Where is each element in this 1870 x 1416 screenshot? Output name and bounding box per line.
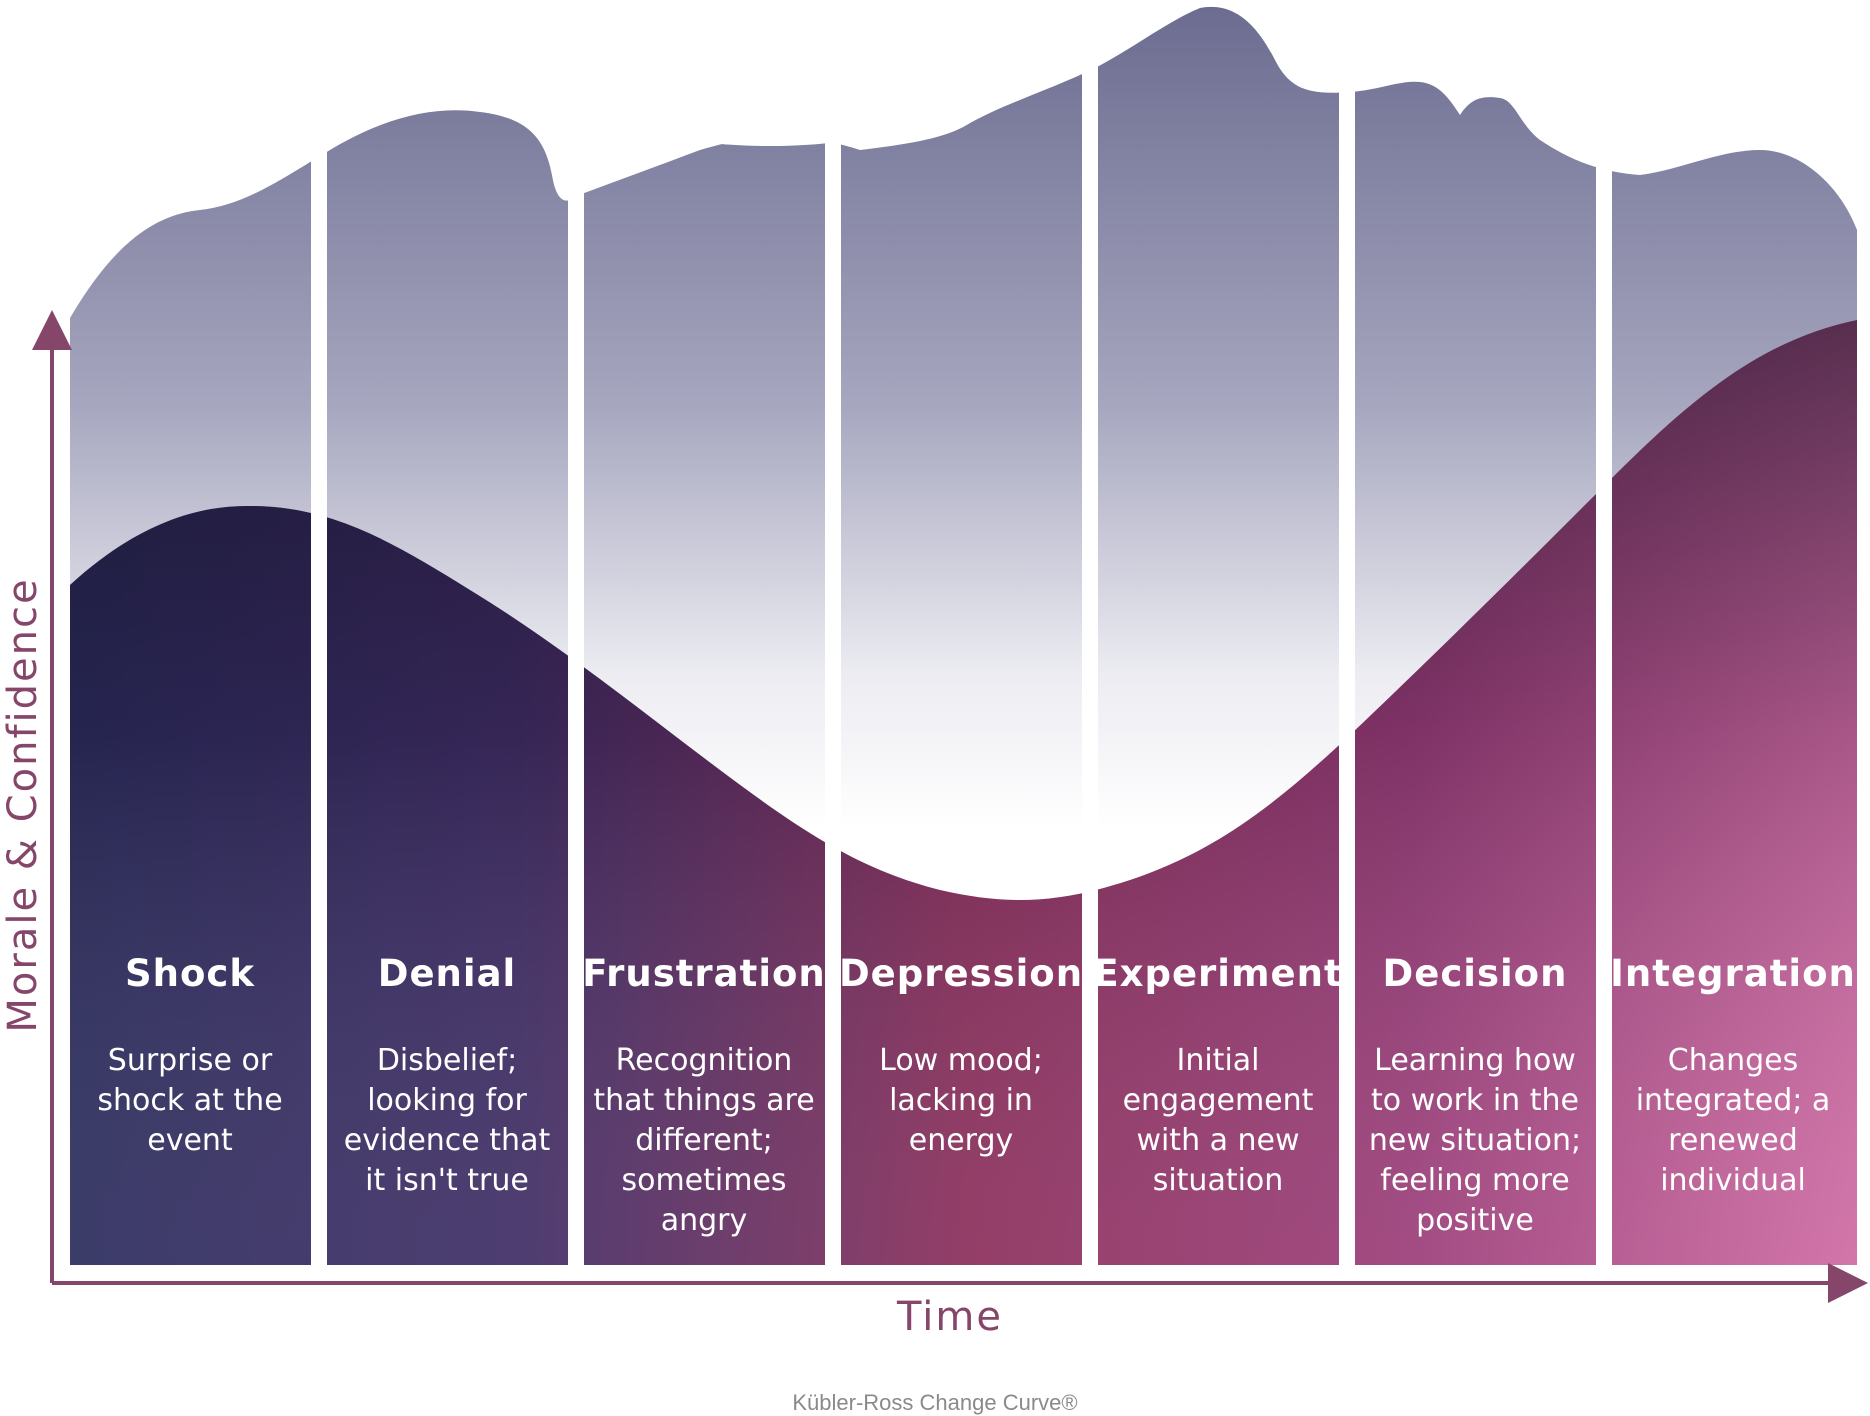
stage-description-line: Changes (1668, 1043, 1799, 1078)
stage-title: Integration (1610, 952, 1856, 995)
stage-description-line: Initial (1176, 1043, 1259, 1078)
stage-decision: Decision Learning how to work in the new… (1369, 952, 1581, 1238)
stage-description-line: Learning how (1374, 1043, 1576, 1078)
stage-description-line: different; (635, 1123, 773, 1158)
stage-description-line: that things are (593, 1083, 814, 1118)
stage-description-line: sometimes (621, 1163, 786, 1198)
stage-description-line: Surprise or (108, 1043, 273, 1078)
stage-description-line: individual (1660, 1163, 1806, 1198)
stage-experiment: Experiment Initial engagement with a new… (1093, 952, 1342, 1198)
stage-title: Decision (1383, 952, 1568, 995)
y-axis-label: Morale & Confidence (0, 577, 46, 1032)
stage-description-line: evidence that (344, 1123, 551, 1158)
stage-depression: Depression Low mood; lacking in energy (839, 952, 1083, 1158)
change-curve (70, 320, 1857, 1265)
stage-frustration: Frustration Recognition that things are … (582, 952, 826, 1238)
stage-description-line: with a new (1136, 1123, 1299, 1158)
stage-description-line: positive (1416, 1203, 1534, 1238)
stage-description-line: feeling more (1380, 1163, 1569, 1198)
stage-integration: Integration Changes integrated; a renewe… (1610, 952, 1856, 1198)
stage-title: Denial (378, 952, 516, 995)
x-axis-label: Time (896, 1294, 1003, 1340)
footer-caption: Kübler-Ross Change Curve® (792, 1390, 1078, 1415)
stage-description-line: to work in the (1371, 1083, 1579, 1118)
stage-description-line: lacking in (889, 1083, 1033, 1118)
stage-description-line: situation (1153, 1163, 1284, 1198)
stage-description-line: Recognition (616, 1043, 793, 1078)
stage-description-line: Low mood; (879, 1043, 1043, 1078)
stage-description-line: it isn't true (365, 1163, 529, 1198)
stage-description-line: new situation; (1369, 1123, 1581, 1158)
stage-description-line: event (147, 1123, 233, 1158)
stage-labels: Shock Surprise or shock at the event Den… (97, 952, 1856, 1238)
axes: Morale & Confidence Time (0, 310, 1868, 1340)
stage-denial: Denial Disbelief; looking for evidence t… (344, 952, 551, 1198)
stage-description-line: renewed (1668, 1123, 1798, 1158)
stage-description-line: Disbelief; (377, 1043, 517, 1078)
stage-title: Frustration (582, 952, 826, 995)
stage-description-line: energy (909, 1123, 1014, 1158)
stage-description-line: looking for (367, 1083, 527, 1118)
stage-description-line: shock at the (97, 1083, 282, 1118)
stage-title: Shock (125, 952, 255, 995)
stage-description-line: engagement (1123, 1083, 1314, 1118)
stage-shock: Shock Surprise or shock at the event (97, 952, 282, 1158)
stage-description-line: integrated; a (1636, 1083, 1831, 1118)
stage-title: Experiment (1093, 952, 1342, 995)
stage-title: Depression (839, 952, 1083, 995)
stage-description-line: angry (661, 1203, 748, 1238)
